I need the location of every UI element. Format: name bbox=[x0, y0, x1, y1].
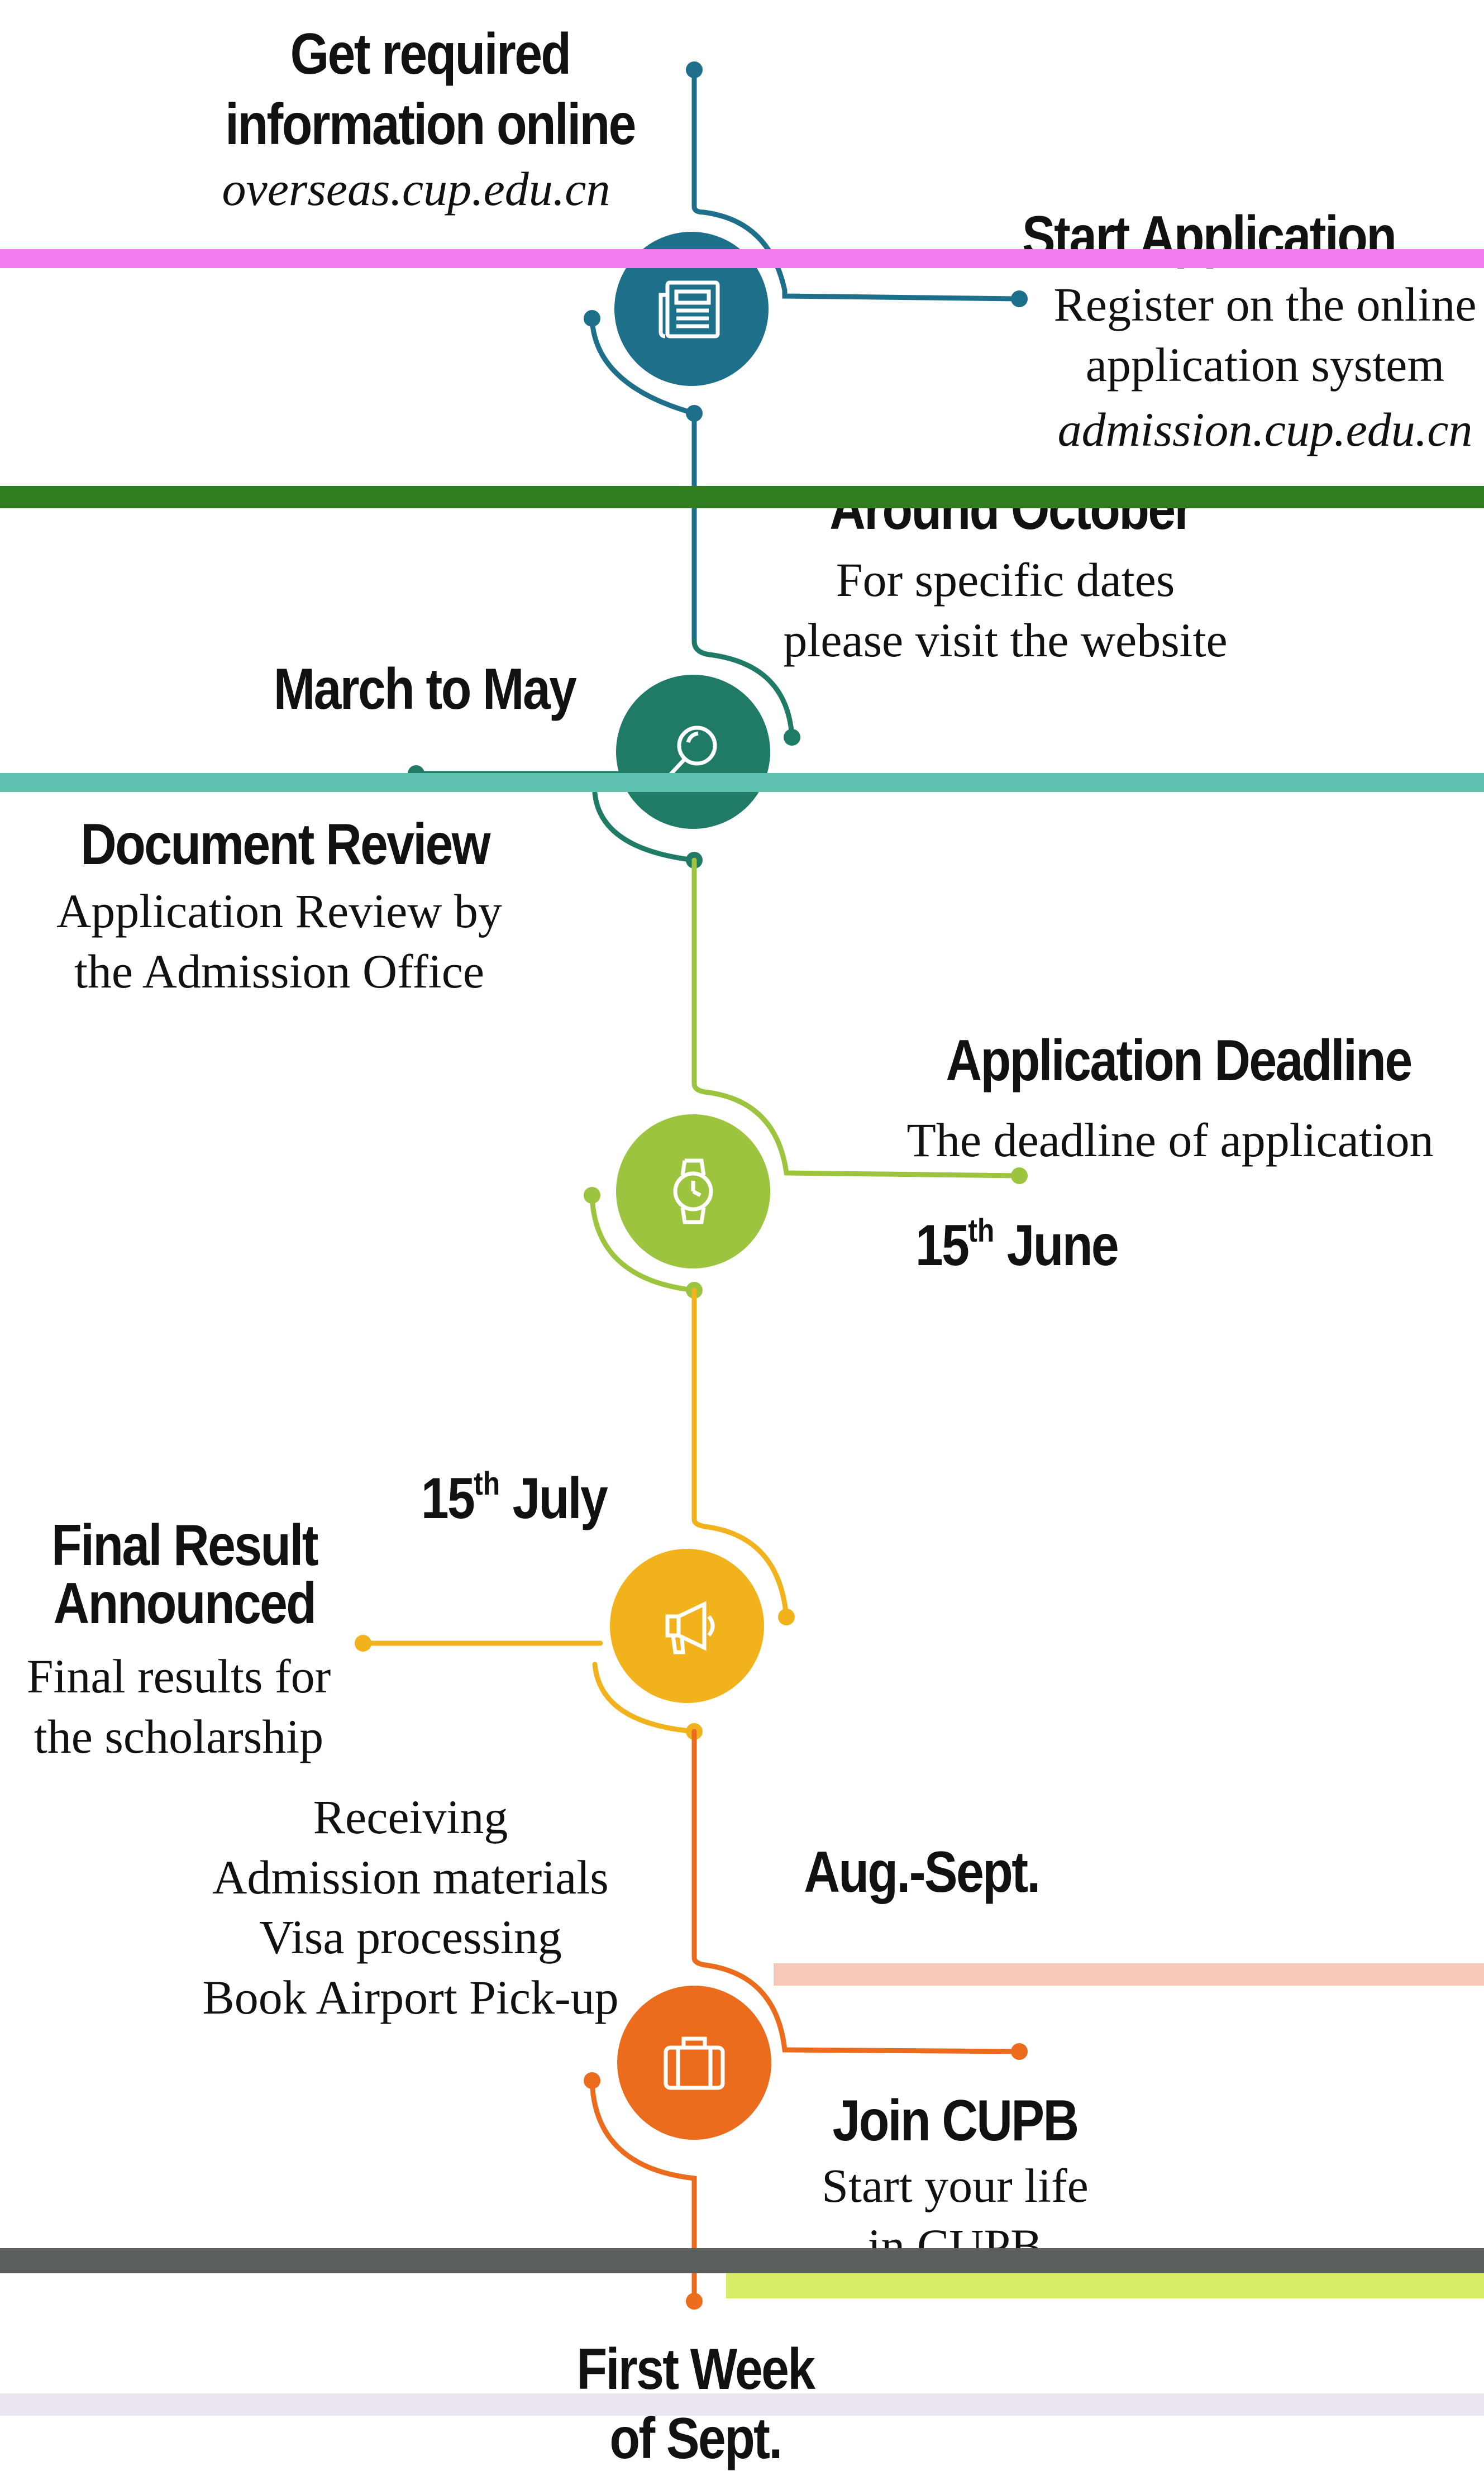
step6-date: 15th July bbox=[389, 1468, 638, 1528]
step6-date-sup: th bbox=[474, 1466, 500, 1502]
step4-date: March to May bbox=[273, 657, 577, 722]
step4-title: Document Review bbox=[80, 812, 490, 877]
connector-dots-step1 bbox=[584, 61, 1028, 422]
step9-date: First Week of Sept. bbox=[553, 2340, 837, 2468]
step5-circle bbox=[617, 1986, 771, 2140]
connector-step3 bbox=[589, 857, 1022, 1293]
step7-body-line3: Visa processing bbox=[259, 1910, 562, 1964]
step1-title-line1: Get required bbox=[290, 22, 571, 87]
step9-date-line2: of Sept. bbox=[609, 2406, 782, 2471]
step4-body: Application Review by the Admission Offi… bbox=[28, 881, 531, 1001]
step2-circle bbox=[616, 675, 770, 829]
step3-circle bbox=[616, 1114, 770, 1268]
step2-url: admission.cup.edu.cn bbox=[1057, 403, 1473, 456]
artifact-band-teal bbox=[0, 773, 1484, 792]
step2-body: Register on the online application syste… bbox=[1033, 275, 1484, 395]
step3-body-line1: For specific dates bbox=[836, 553, 1175, 607]
step3-body-line2: please visit the website bbox=[783, 613, 1228, 667]
artifact-band-green bbox=[0, 486, 1484, 508]
newspaper-icon bbox=[659, 280, 720, 338]
step6-body-line1: Final results for bbox=[26, 1649, 331, 1703]
step5-body: The deadline of application bbox=[906, 1113, 1434, 1167]
step6-date-day: 15 bbox=[421, 1466, 475, 1531]
step9-date-line1: First Week bbox=[576, 2337, 815, 2402]
step2-body-line1: Register on the online bbox=[1053, 278, 1477, 331]
step7-body-line2: Admission materials bbox=[212, 1850, 609, 1904]
step5-title: Application Deadline bbox=[946, 1028, 1413, 1093]
step5-date-sup: th bbox=[968, 1213, 995, 1249]
step6-title: Final Result Announced bbox=[35, 1516, 333, 1633]
step4-body-line2: the Admission Office bbox=[74, 944, 485, 998]
connector-step1 bbox=[589, 67, 1022, 644]
step6-date-month: July bbox=[500, 1466, 608, 1531]
step7-body-line4: Book Airport Pick-up bbox=[202, 1970, 619, 2024]
step5-date: 15th June bbox=[891, 1215, 1141, 1275]
suitcase-icon bbox=[664, 2036, 725, 2090]
step8-title: Join CUPB bbox=[832, 2088, 1080, 2153]
step7-body-line1: Receiving bbox=[313, 1790, 508, 1844]
step5-date-day: 15 bbox=[915, 1213, 970, 1278]
watch-icon bbox=[673, 1158, 713, 1224]
step1-title: Get required information online bbox=[219, 25, 642, 154]
step5-date-month: June bbox=[994, 1213, 1119, 1278]
step1-title-line2: information online bbox=[225, 92, 636, 157]
connector-step5 bbox=[589, 1729, 1022, 2304]
artifact-band-lime bbox=[726, 2273, 1484, 2298]
step7-body: Receiving Admission materials Visa proce… bbox=[179, 1787, 642, 2028]
artifact-band-gray bbox=[0, 2248, 1484, 2273]
step6-title-line2: Announced bbox=[53, 1571, 317, 1636]
megaphone-icon bbox=[665, 1601, 715, 1654]
step6-body-line2: the scholarship bbox=[34, 1709, 324, 1763]
connector-dots-step5 bbox=[584, 2043, 1028, 2310]
step2-body-line2: application system bbox=[1085, 337, 1445, 392]
step8-body-line1: Start your life bbox=[822, 2159, 1089, 2212]
step4-circle bbox=[610, 1549, 764, 1703]
artifact-band-peach bbox=[774, 1963, 1484, 1986]
step1-url: overseas.cup.edu.cn bbox=[222, 162, 610, 216]
artifact-band-magenta bbox=[0, 249, 1484, 268]
artifact-band-lilac bbox=[0, 2393, 1484, 2416]
step6-body: Final results for the scholarship bbox=[11, 1647, 346, 1767]
step6-title-line1: Final Result bbox=[51, 1513, 319, 1578]
step3-body: For specific dates please visit the webs… bbox=[760, 550, 1251, 670]
connector-step4 bbox=[360, 1287, 789, 1734]
step4-body-line1: Application Review by bbox=[56, 884, 502, 938]
step7-date: Aug.-Sept. bbox=[804, 1840, 1041, 1905]
